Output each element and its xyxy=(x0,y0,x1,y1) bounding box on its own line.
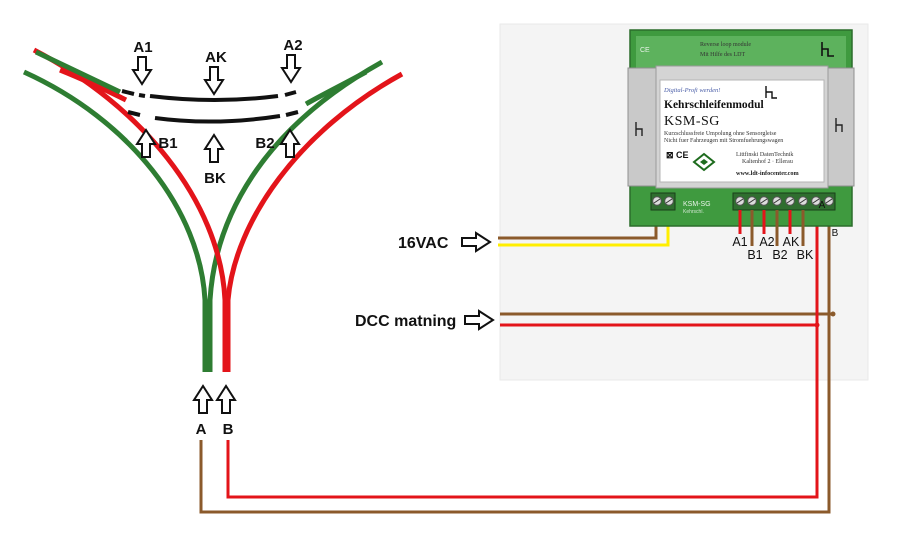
track-diagram xyxy=(22,47,404,372)
screw-8 xyxy=(824,196,834,206)
mirror-text-2: Mit Hilfe des LDT xyxy=(700,51,745,58)
screw-1 xyxy=(735,196,745,206)
gap-segment-b2 xyxy=(285,110,299,117)
terminal-label-b: B xyxy=(832,228,839,239)
arrow-a1 xyxy=(132,56,152,85)
right-green-rail xyxy=(207,59,384,372)
gap-segment-a1b xyxy=(138,93,146,98)
terminal-wire-stubs xyxy=(738,210,805,246)
gap-segment-a2 xyxy=(284,90,297,97)
terminal-label-b1: B1 xyxy=(747,248,762,262)
module-website: www.ldt-infocenter.com xyxy=(736,170,800,177)
label-bk: BK xyxy=(204,170,226,187)
track-a-brown-wire xyxy=(199,210,831,514)
track-b-red-wire xyxy=(226,210,819,499)
screw-3 xyxy=(759,196,769,206)
arrow-b xyxy=(216,385,236,414)
track-feed-wires xyxy=(199,210,831,514)
terminal-label-a: A xyxy=(819,200,826,211)
arrow-dcc xyxy=(464,310,494,330)
ksm-sg-module: CE Reverse loop module Mit Hilfe des LDT… xyxy=(627,29,855,262)
module-model: KSM-SG xyxy=(664,114,720,129)
arrow-ak xyxy=(204,66,224,95)
arrow-a xyxy=(193,385,213,414)
module-desc-1: Kurzschlussfreie Umpolung ohne Sensorgle… xyxy=(664,130,777,137)
pcb-model-sub: Kehrschl. xyxy=(683,209,704,215)
right-inner-green-rail xyxy=(304,69,368,107)
ldt-diamond-logo-icon xyxy=(692,152,716,172)
loop-section-rail-a xyxy=(149,94,279,102)
arrow-a2 xyxy=(281,54,301,83)
gap-segment-b1 xyxy=(127,110,141,117)
track-terminal-block xyxy=(732,192,836,211)
label-b1: B1 xyxy=(158,135,177,152)
left-mounting-bracket xyxy=(627,67,659,187)
label-ak: AK xyxy=(205,49,227,66)
loop-section-rail-b xyxy=(154,114,281,124)
module-label-sticker xyxy=(659,79,825,183)
left-inner-green-rail xyxy=(34,49,122,95)
terminal-label-a2: A2 xyxy=(759,235,774,249)
gap-segment-a1 xyxy=(121,89,135,96)
arrow-bk xyxy=(204,134,224,163)
right-mounting-bracket xyxy=(825,67,855,187)
right-red-rail xyxy=(225,71,404,372)
pcb-top-header: CE Reverse loop module Mit Hilfe des LDT xyxy=(636,36,846,68)
module-title: Kehrschleifenmodul xyxy=(664,99,764,111)
module-desc-2: Nicht fuer Fahrzeugen mit Stromfuehrungs… xyxy=(664,137,783,144)
label-a2: A2 xyxy=(283,37,302,54)
module-brand-2: Kaltenhof 2 · Ellerau xyxy=(742,158,793,165)
module-brand-1: Littfinski DatenTechnik xyxy=(736,151,793,158)
label-dcc-feed: DCC matning xyxy=(355,313,456,330)
label-a: A xyxy=(196,421,207,438)
screw-5 xyxy=(785,196,795,206)
terminal-label-b2: B2 xyxy=(772,248,787,262)
module-italic-line: Digital-Profi werden! xyxy=(663,87,720,94)
left-inner-red-rail xyxy=(59,67,128,103)
screw-2 xyxy=(747,196,757,206)
pcb-logo-top xyxy=(821,42,834,57)
terminal-label-bk: BK xyxy=(797,248,814,262)
right-bracket-logo xyxy=(835,118,843,132)
power-terminal-block xyxy=(650,192,676,211)
left-green-rail xyxy=(22,69,208,372)
mirror-text-1: Reverse loop module xyxy=(700,42,751,48)
left-bracket-logo xyxy=(635,122,643,136)
dcc-brown-junction xyxy=(830,311,836,317)
terminal-label-a1: A1 xyxy=(732,235,747,249)
label-b: B xyxy=(223,421,234,438)
ce-mark-icon: ⊠ CE xyxy=(666,150,689,160)
pcb-model-label: KSM-SG xyxy=(683,201,711,208)
screw-4 xyxy=(772,196,782,206)
terminal-label-ak: AK xyxy=(783,235,800,249)
label-a1: A1 xyxy=(133,39,152,56)
ldt-logo-icon xyxy=(765,86,777,99)
label-16vac: 16VAC xyxy=(398,235,449,252)
screw-6 xyxy=(798,196,808,206)
screw-7 xyxy=(811,196,821,206)
pcb-ce-mark: CE xyxy=(640,47,650,54)
arrow-16vac xyxy=(461,232,491,252)
label-b2: B2 xyxy=(255,135,274,152)
